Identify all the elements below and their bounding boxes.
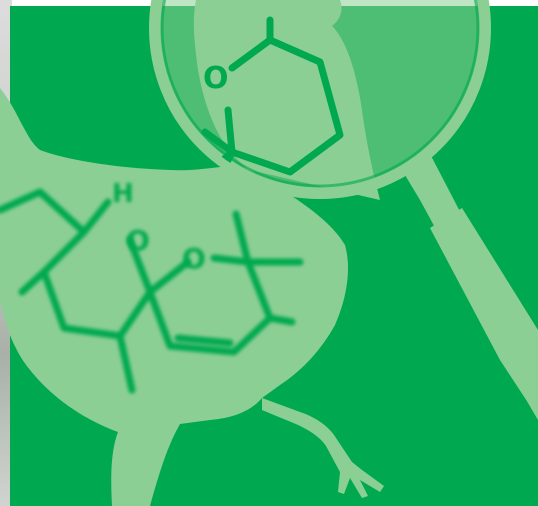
lens-oxygen-label: O (203, 61, 229, 96)
magnifier-rim-inner-edge (160, 0, 480, 188)
body-oxygen-right-label: O (182, 242, 206, 275)
body-molecule (0, 188, 304, 394)
magnifier-lens (158, 0, 482, 190)
magnifier-rim (149, 0, 491, 199)
magnifier-grip (430, 208, 538, 418)
body-hydrogen-label: H (112, 179, 134, 209)
magnifying-glass-icon (149, 0, 538, 420)
body-oxygen-left-label: O (126, 224, 150, 257)
